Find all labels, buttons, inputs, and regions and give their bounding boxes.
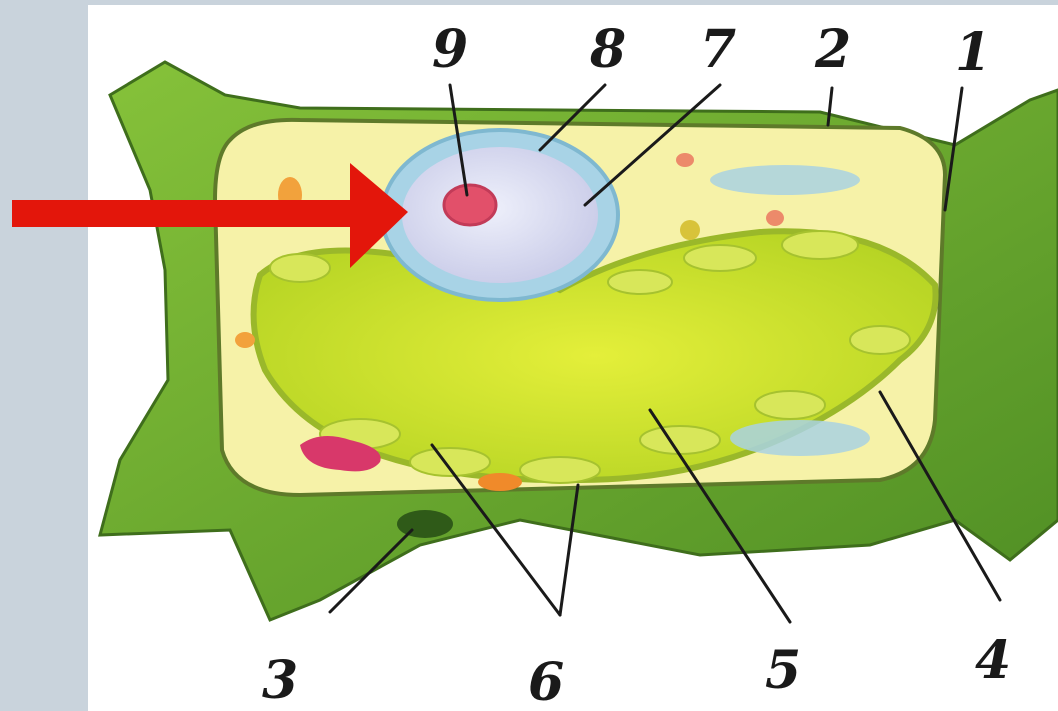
- nucleoplasm: [402, 147, 598, 283]
- label-3: 3: [262, 650, 298, 711]
- label-1: 1: [955, 22, 991, 83]
- label-6: 6: [528, 652, 564, 711]
- label-2: 2: [814, 19, 851, 80]
- nucleolus: [444, 185, 496, 225]
- label-5: 5: [765, 640, 801, 701]
- label-7: 7: [700, 19, 736, 80]
- label-4: 4: [975, 630, 1011, 691]
- wall-pit: [397, 510, 453, 538]
- label-8: 8: [589, 19, 626, 80]
- label-9: 9: [432, 19, 468, 80]
